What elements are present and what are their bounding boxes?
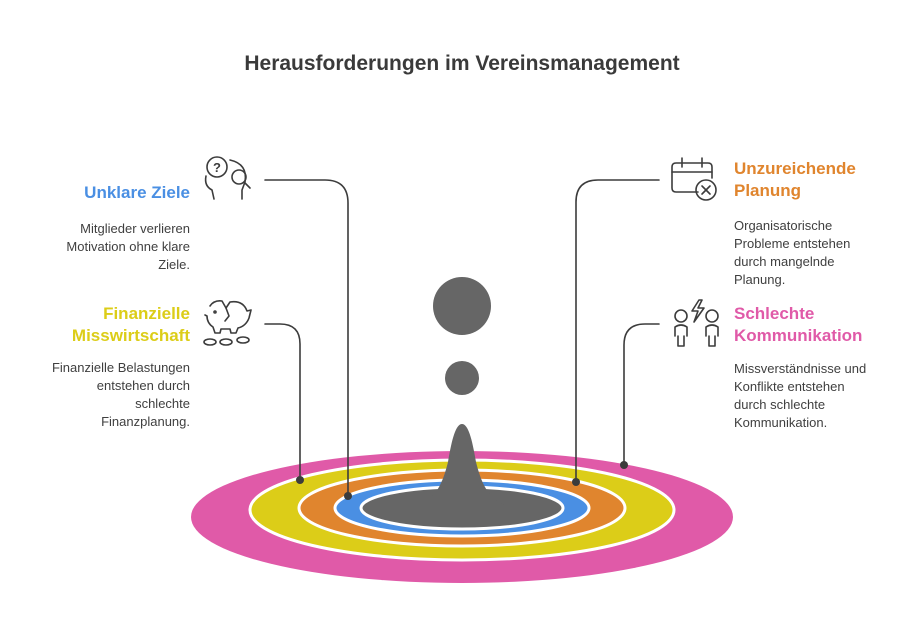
droplet-small [445, 361, 479, 395]
connector-finanzielle-misswirtschaft [264, 323, 301, 481]
people-conflict-icon [674, 299, 719, 347]
connector-dot-blue [344, 492, 352, 500]
connector-dot-pink [620, 461, 628, 469]
connector-dot-yellow [296, 476, 304, 484]
label-unzureichende-planung: Unzureichende Planung [734, 159, 856, 200]
desc-unzureichende-planung: Organisatorische Probleme entstehen durc… [734, 218, 851, 287]
connector-unzureichende-planung [575, 179, 660, 483]
confused-head-icon: ? [204, 156, 251, 200]
droplet-splash [398, 424, 526, 515]
label-schlechte-kommunikation: Schlechte Kommunikation [734, 304, 863, 345]
connector-schlechte-kommunikation [623, 323, 660, 466]
desc-schlechte-kommunikation: Missverständnisse und Konflikte entstehe… [734, 361, 867, 430]
connector-dot-orange [572, 478, 580, 486]
calendar-cancel-icon [671, 157, 717, 201]
droplet-large [433, 277, 491, 335]
svg-text:?: ? [213, 160, 221, 175]
label-unklare-ziele: Unklare Ziele [84, 183, 190, 202]
broken-piggy-bank-icon [203, 300, 252, 346]
label-finanzielle-misswirtschaft: Finanzielle Misswirtschaft [71, 304, 190, 345]
page-title: Herausforderungen im Vereinsmanagement [244, 52, 680, 75]
desc-finanzielle-misswirtschaft: Finanzielle Belastungen entstehen durch … [51, 360, 190, 429]
connector-unklare-ziele [264, 179, 349, 497]
desc-unklare-ziele: Mitglieder verlieren Motivation ohne kla… [66, 221, 190, 272]
